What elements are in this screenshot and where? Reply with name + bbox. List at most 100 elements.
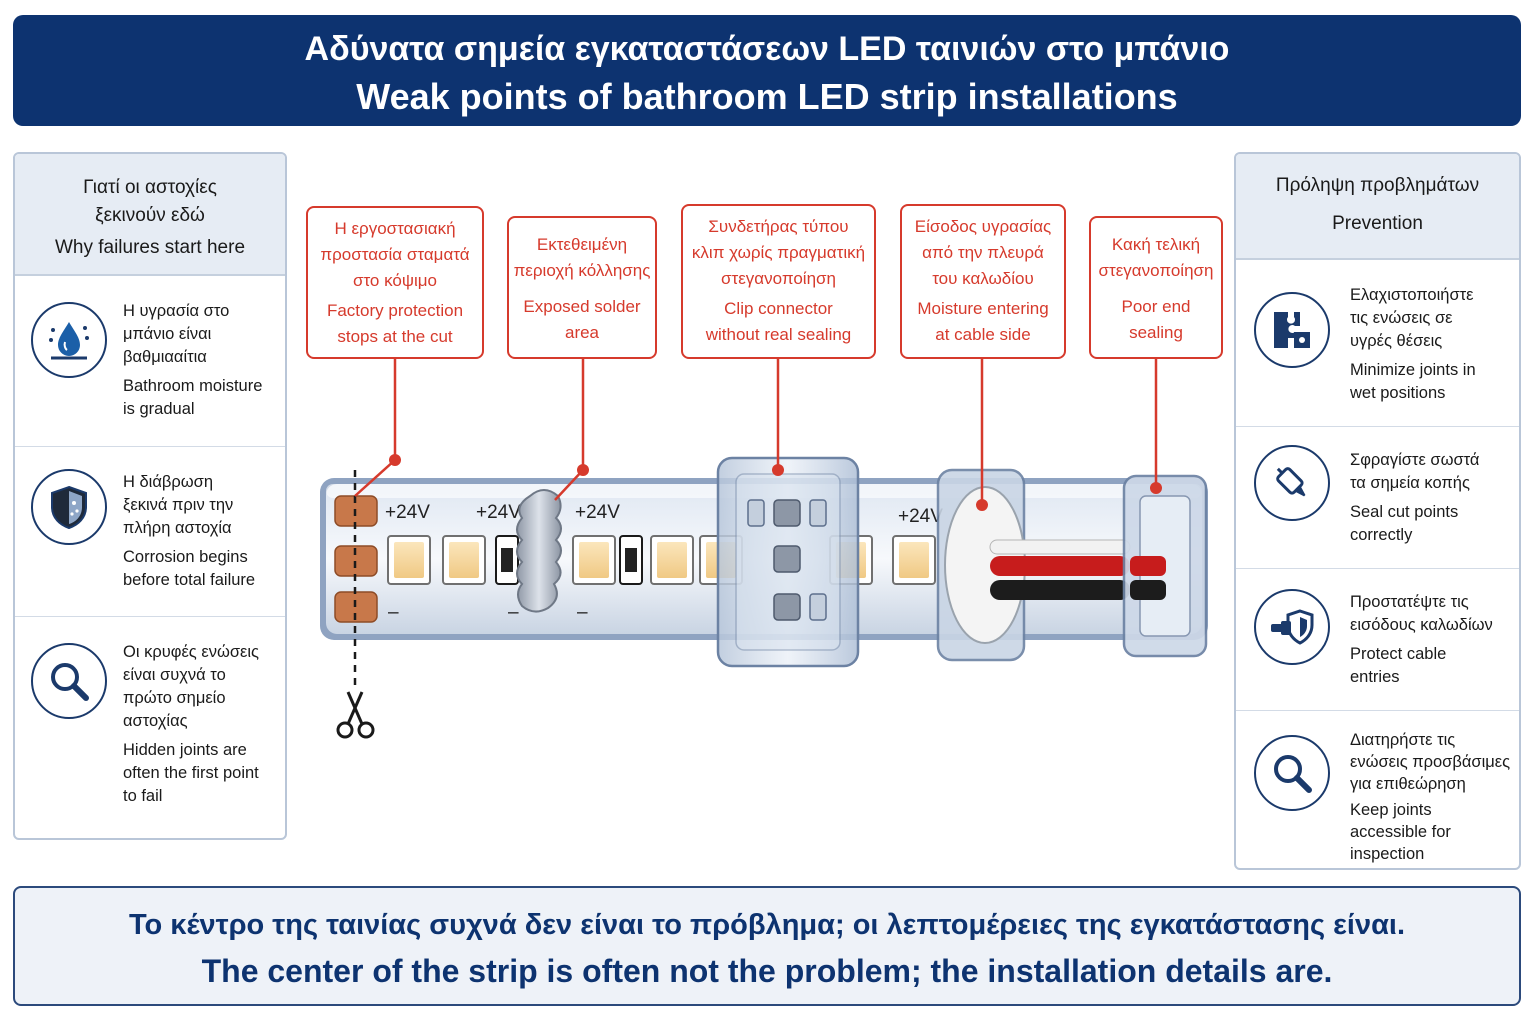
english-line: is gradual <box>123 400 195 418</box>
end-cap <box>1122 474 1208 658</box>
list-item: Διατηρήστε τις ενώσεις προσβάσιμες για ε… <box>1236 710 1519 868</box>
callout-greek-line: Συνδετήρας τύπου <box>708 217 849 236</box>
prevention-header: Πρόληψη προβλημάτων Prevention <box>1236 154 1519 260</box>
header-line: Why failures start here <box>54 237 246 258</box>
greek-line: τις ενώσεις σε <box>1350 309 1453 327</box>
callout-english-line: stops at the cut <box>337 327 453 346</box>
english-line: correctly <box>1350 526 1413 544</box>
greek-line: πλήρη αστοχία <box>123 519 232 537</box>
callout-english-line: without real sealing <box>705 325 852 344</box>
greek-line: βαθμιααίτια <box>123 348 207 366</box>
voltage-label-2: +24V <box>476 502 521 523</box>
magnifier-icon <box>1254 735 1330 811</box>
greek-line: Ελαχιστοποιήστε <box>1350 286 1474 304</box>
scissors-icon <box>336 691 375 739</box>
greek-line: πρώτο σημείο <box>123 689 226 707</box>
english-line: Bathroom moisture <box>123 377 263 395</box>
callout-greek-line: στεγανοποίηση <box>1098 261 1214 280</box>
english-line: wet positions <box>1350 384 1446 402</box>
callout-english-line: Clip connector <box>724 299 833 318</box>
english-line: inspection <box>1350 845 1425 863</box>
voltage-label-1: +24V <box>385 502 430 523</box>
item-text: Οι κρυφές ενώσεις είναι συχνά το πρώτο σ… <box>123 641 285 808</box>
callout-english-line: Moisture entering <box>917 299 1049 318</box>
greek-line: για επιθεώρηση <box>1350 775 1466 793</box>
callout-moisture-cable: Είσοδος υγρασίας από την πλευρά του καλω… <box>900 204 1066 359</box>
callout-greek-line: Κακή τελική <box>1111 235 1201 254</box>
callout-greek-line: Εκτεθειμένη <box>536 235 628 254</box>
voltage-label-3: +24V <box>575 502 620 523</box>
english-line: entries <box>1350 668 1400 686</box>
english-line: to fail <box>123 787 163 805</box>
minus-label-3: – <box>577 602 588 623</box>
greek-line: Η διάβρωση <box>123 473 214 491</box>
callout-english-line: area <box>564 323 600 342</box>
header-line: Γιατί οι αστοχίες <box>83 177 217 198</box>
english-line: accessible for <box>1350 823 1451 841</box>
callout-english-line: Factory protection <box>326 301 464 320</box>
callout-clip-connector: Συνδετήρας τύπου κλιπ χωρίς πραγματική σ… <box>681 204 876 359</box>
magnifier-icon <box>31 643 107 719</box>
footer-greek: Το κέντρο της ταινίας συχνά δεν είναι το… <box>128 909 1406 941</box>
callout-english-line: Poor end <box>1121 297 1191 316</box>
callout-exposed-solder: Εκτεθειμένη περιοχή κόλλησης Exposed sol… <box>507 216 657 359</box>
footer-english: The center of the strip is often not the… <box>201 953 1333 989</box>
greek-line: μπάνιο είναι <box>123 325 212 343</box>
list-item: Η διάβρωση ξεκινά πριν την πλήρη αστοχία… <box>15 446 285 616</box>
english-line: Corrosion begins <box>123 548 248 566</box>
list-item: Ελαχιστοποιήστε τις ενώσεις σε υγρές θέσ… <box>1236 260 1519 426</box>
header-line: ξεκινούν εδώ <box>95 205 205 226</box>
why-failures-panel: Γιατί οι αστοχίες ξεκινούν εδώ Why failu… <box>13 152 287 840</box>
cable-shield-icon <box>1254 589 1330 665</box>
callout-greek-line: στεγανοποίηση <box>721 269 836 288</box>
english-line: Protect cable <box>1350 645 1447 663</box>
shield-corrosion-icon <box>31 469 107 545</box>
greek-line: Η υγρασία στο <box>123 302 230 320</box>
list-item: Η υγρασία στο μπάνιο είναι βαθμιααίτια B… <box>15 276 285 446</box>
header-line: Πρόληψη προβλημάτων <box>1275 175 1480 196</box>
item-text: Ελαχιστοποιήστε τις ενώσεις σε υγρές θέσ… <box>1350 284 1518 405</box>
footer-banner: Το κέντρο της ταινίας συχνά δεν είναι το… <box>13 886 1521 1006</box>
greek-line: είναι συχνά το <box>123 666 226 684</box>
title-greek: Αδύνατα σημεία εγκαταστάσεων LED ταινιών… <box>304 30 1230 68</box>
english-line: before total failure <box>123 571 256 589</box>
greek-line: εισόδους καλωδίων <box>1350 616 1493 634</box>
why-failures-header: Γιατί οι αστοχίες ξεκινούν εδώ Why failu… <box>15 154 285 276</box>
prevention-panel: Πρόληψη προβλημάτων Prevention Ελαχιστοπ… <box>1234 152 1521 870</box>
leader-dots <box>389 454 1162 511</box>
callout-english-line: Exposed solder <box>523 297 641 316</box>
callout-greek-line: κλιπ χωρίς πραγματική <box>691 243 866 262</box>
greek-line: αστοχίας <box>123 712 188 730</box>
greek-line: Σφραγίστε σωστά <box>1350 451 1480 469</box>
item-text: Η υγρασία στο μπάνιο είναι βαθμιααίτια B… <box>123 300 283 421</box>
callout-english-line: sealing <box>1129 323 1183 342</box>
callout-english-line: at cable side <box>935 325 1031 344</box>
callout-greek-line: του καλωδίου <box>932 269 1034 288</box>
english-line: often the first point <box>123 764 259 782</box>
greek-line: ξεκινά πριν την <box>123 496 234 514</box>
list-item: Οι κρυφές ενώσεις είναι συχνά το πρώτο σ… <box>15 616 285 838</box>
item-text: Προστατέψτε τις εισόδους καλωδίων Protec… <box>1350 591 1518 689</box>
minus-label-1: – <box>388 602 399 623</box>
callout-greek-line: προστασία σταματά <box>320 245 470 264</box>
water-drop-icon <box>31 302 107 378</box>
english-line: Hidden joints are <box>123 741 247 759</box>
english-line: Seal cut points <box>1350 503 1459 521</box>
greek-line: υγρές θέσεις <box>1350 332 1443 350</box>
sealant-tube-icon <box>1254 445 1330 521</box>
title-english: Weak points of bathroom LED strip instal… <box>356 76 1178 117</box>
clip-connector <box>716 456 860 668</box>
callout-poor-end-sealing: Κακή τελική στεγανοποίηση Poor end seali… <box>1089 216 1223 359</box>
callout-greek-line: Είσοδος υγρασίας <box>914 217 1052 236</box>
greek-line: ενώσεις προσβάσιμες <box>1350 753 1511 771</box>
cable-entry <box>936 468 1131 662</box>
greek-line: τα σημεία κοπής <box>1350 474 1470 492</box>
item-text: Η διάβρωση ξεκινά πριν την πλήρη αστοχία… <box>123 471 283 592</box>
solder-joint <box>516 489 562 613</box>
callout-greek-line: περιοχή κόλλησης <box>513 261 651 280</box>
greek-line: Προστατέψτε τις <box>1350 593 1469 611</box>
english-line: Minimize joints in <box>1350 361 1476 379</box>
title-banner: Αδύνατα σημεία εγκαταστάσεων LED ταινιών… <box>13 15 1521 126</box>
puzzle-icon <box>1254 292 1330 368</box>
